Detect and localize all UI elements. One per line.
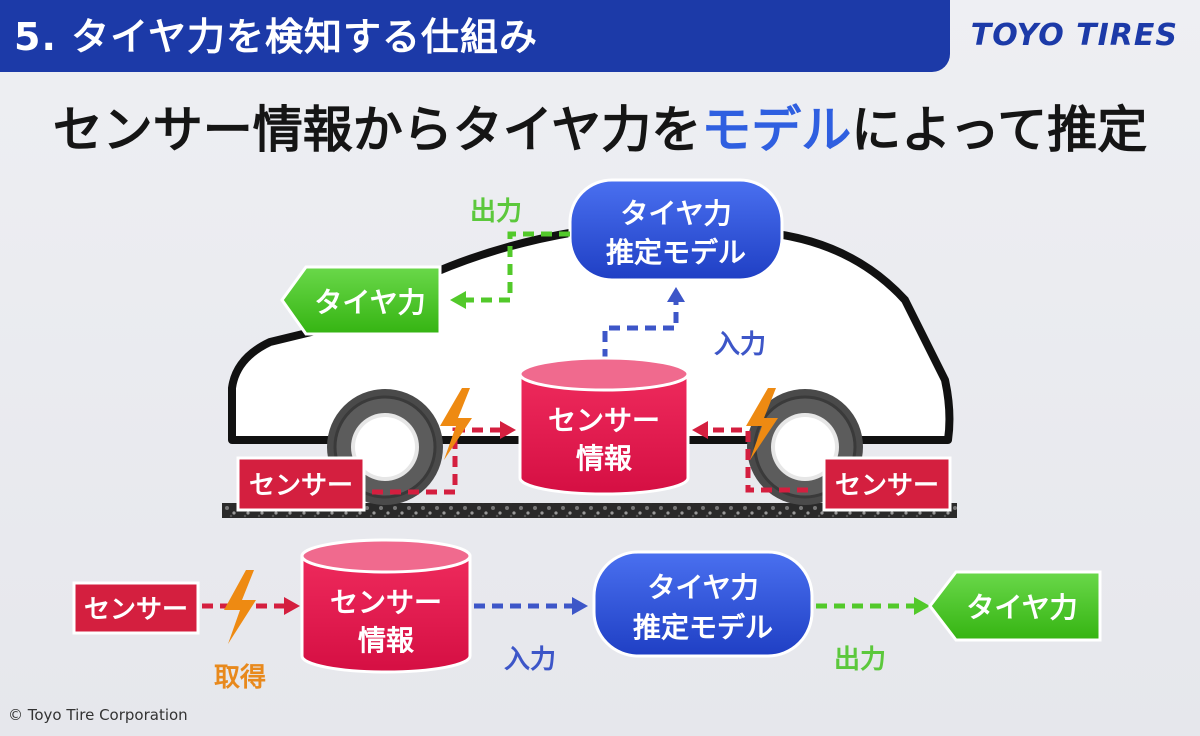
car-left-lightning-icon (440, 388, 472, 460)
car-output-arrowhead (450, 291, 466, 309)
car-right-sensor-label: センサー (835, 471, 939, 501)
flow-acquire-arrowhead (284, 597, 300, 615)
car-right-arrowhead (692, 421, 708, 439)
flow-output-arrowhead (914, 597, 930, 615)
flow-sensor-data-cylinder (300, 538, 472, 674)
flow-output-text: 出力 (834, 645, 886, 675)
car-left-sensor-connector (372, 427, 502, 495)
header-bar: 5. タイヤ力を検知する仕組み (0, 0, 950, 72)
copyright-notice: © Toyo Tire Corporation (8, 706, 188, 724)
flow-model-line1: タイヤ力 (647, 571, 758, 604)
headline-highlight: モデル (701, 101, 852, 159)
car-output-node (280, 265, 442, 336)
flow-sensor-label: センサー (84, 595, 188, 625)
car-model-line2: 推定モデル (606, 236, 746, 269)
car-left-sensor-label: センサー (249, 471, 353, 501)
flow-data-line1: センサー (330, 586, 442, 619)
headline: センサー情報からタイヤ力をモデルによって推定 (0, 90, 1200, 162)
car-model-node (568, 178, 784, 282)
flow-acquire-text: 取得 (214, 663, 266, 693)
car-output-text: 出力 (470, 197, 522, 227)
car-right-sensor-connector (706, 427, 808, 493)
flow-lightning-icon (224, 570, 256, 644)
section-title: 5. タイヤ力を検知する仕組み (14, 15, 538, 59)
flow-result-label: タイヤ力 (966, 591, 1077, 624)
flow-model-node (592, 550, 814, 658)
car-output-connector (462, 231, 570, 303)
car-left-sensor-box (236, 456, 366, 512)
car-sensor-data-cylinder (518, 356, 690, 496)
car-input-text: 入力 (714, 330, 766, 360)
toyo-tires-logo: TOYO TIRES (970, 18, 1178, 53)
flow-result-node (928, 570, 1102, 642)
car-right-sensor-box (822, 456, 952, 512)
car-input-arrowhead (667, 287, 685, 302)
flow-input-text: 入力 (504, 645, 556, 675)
flow-input-arrowhead (572, 597, 588, 615)
car-left-arrowhead (500, 421, 516, 439)
car-right-lightning-icon (746, 388, 778, 460)
flow-data-line2: 情報 (358, 624, 415, 657)
car-output-label: タイヤ力 (314, 286, 425, 319)
car-data-line1: センサー (548, 404, 660, 437)
flow-model-line2: 推定モデル (633, 611, 773, 644)
road-surface (222, 503, 957, 518)
headline-pre: センサー情報からタイヤ力を (52, 101, 702, 159)
car-model-line1: タイヤ力 (620, 197, 731, 230)
flow-sensor-box (72, 581, 200, 635)
headline-post: によって推定 (851, 101, 1148, 159)
car-input-connector (602, 300, 679, 360)
car-data-line2: 情報 (576, 442, 633, 475)
